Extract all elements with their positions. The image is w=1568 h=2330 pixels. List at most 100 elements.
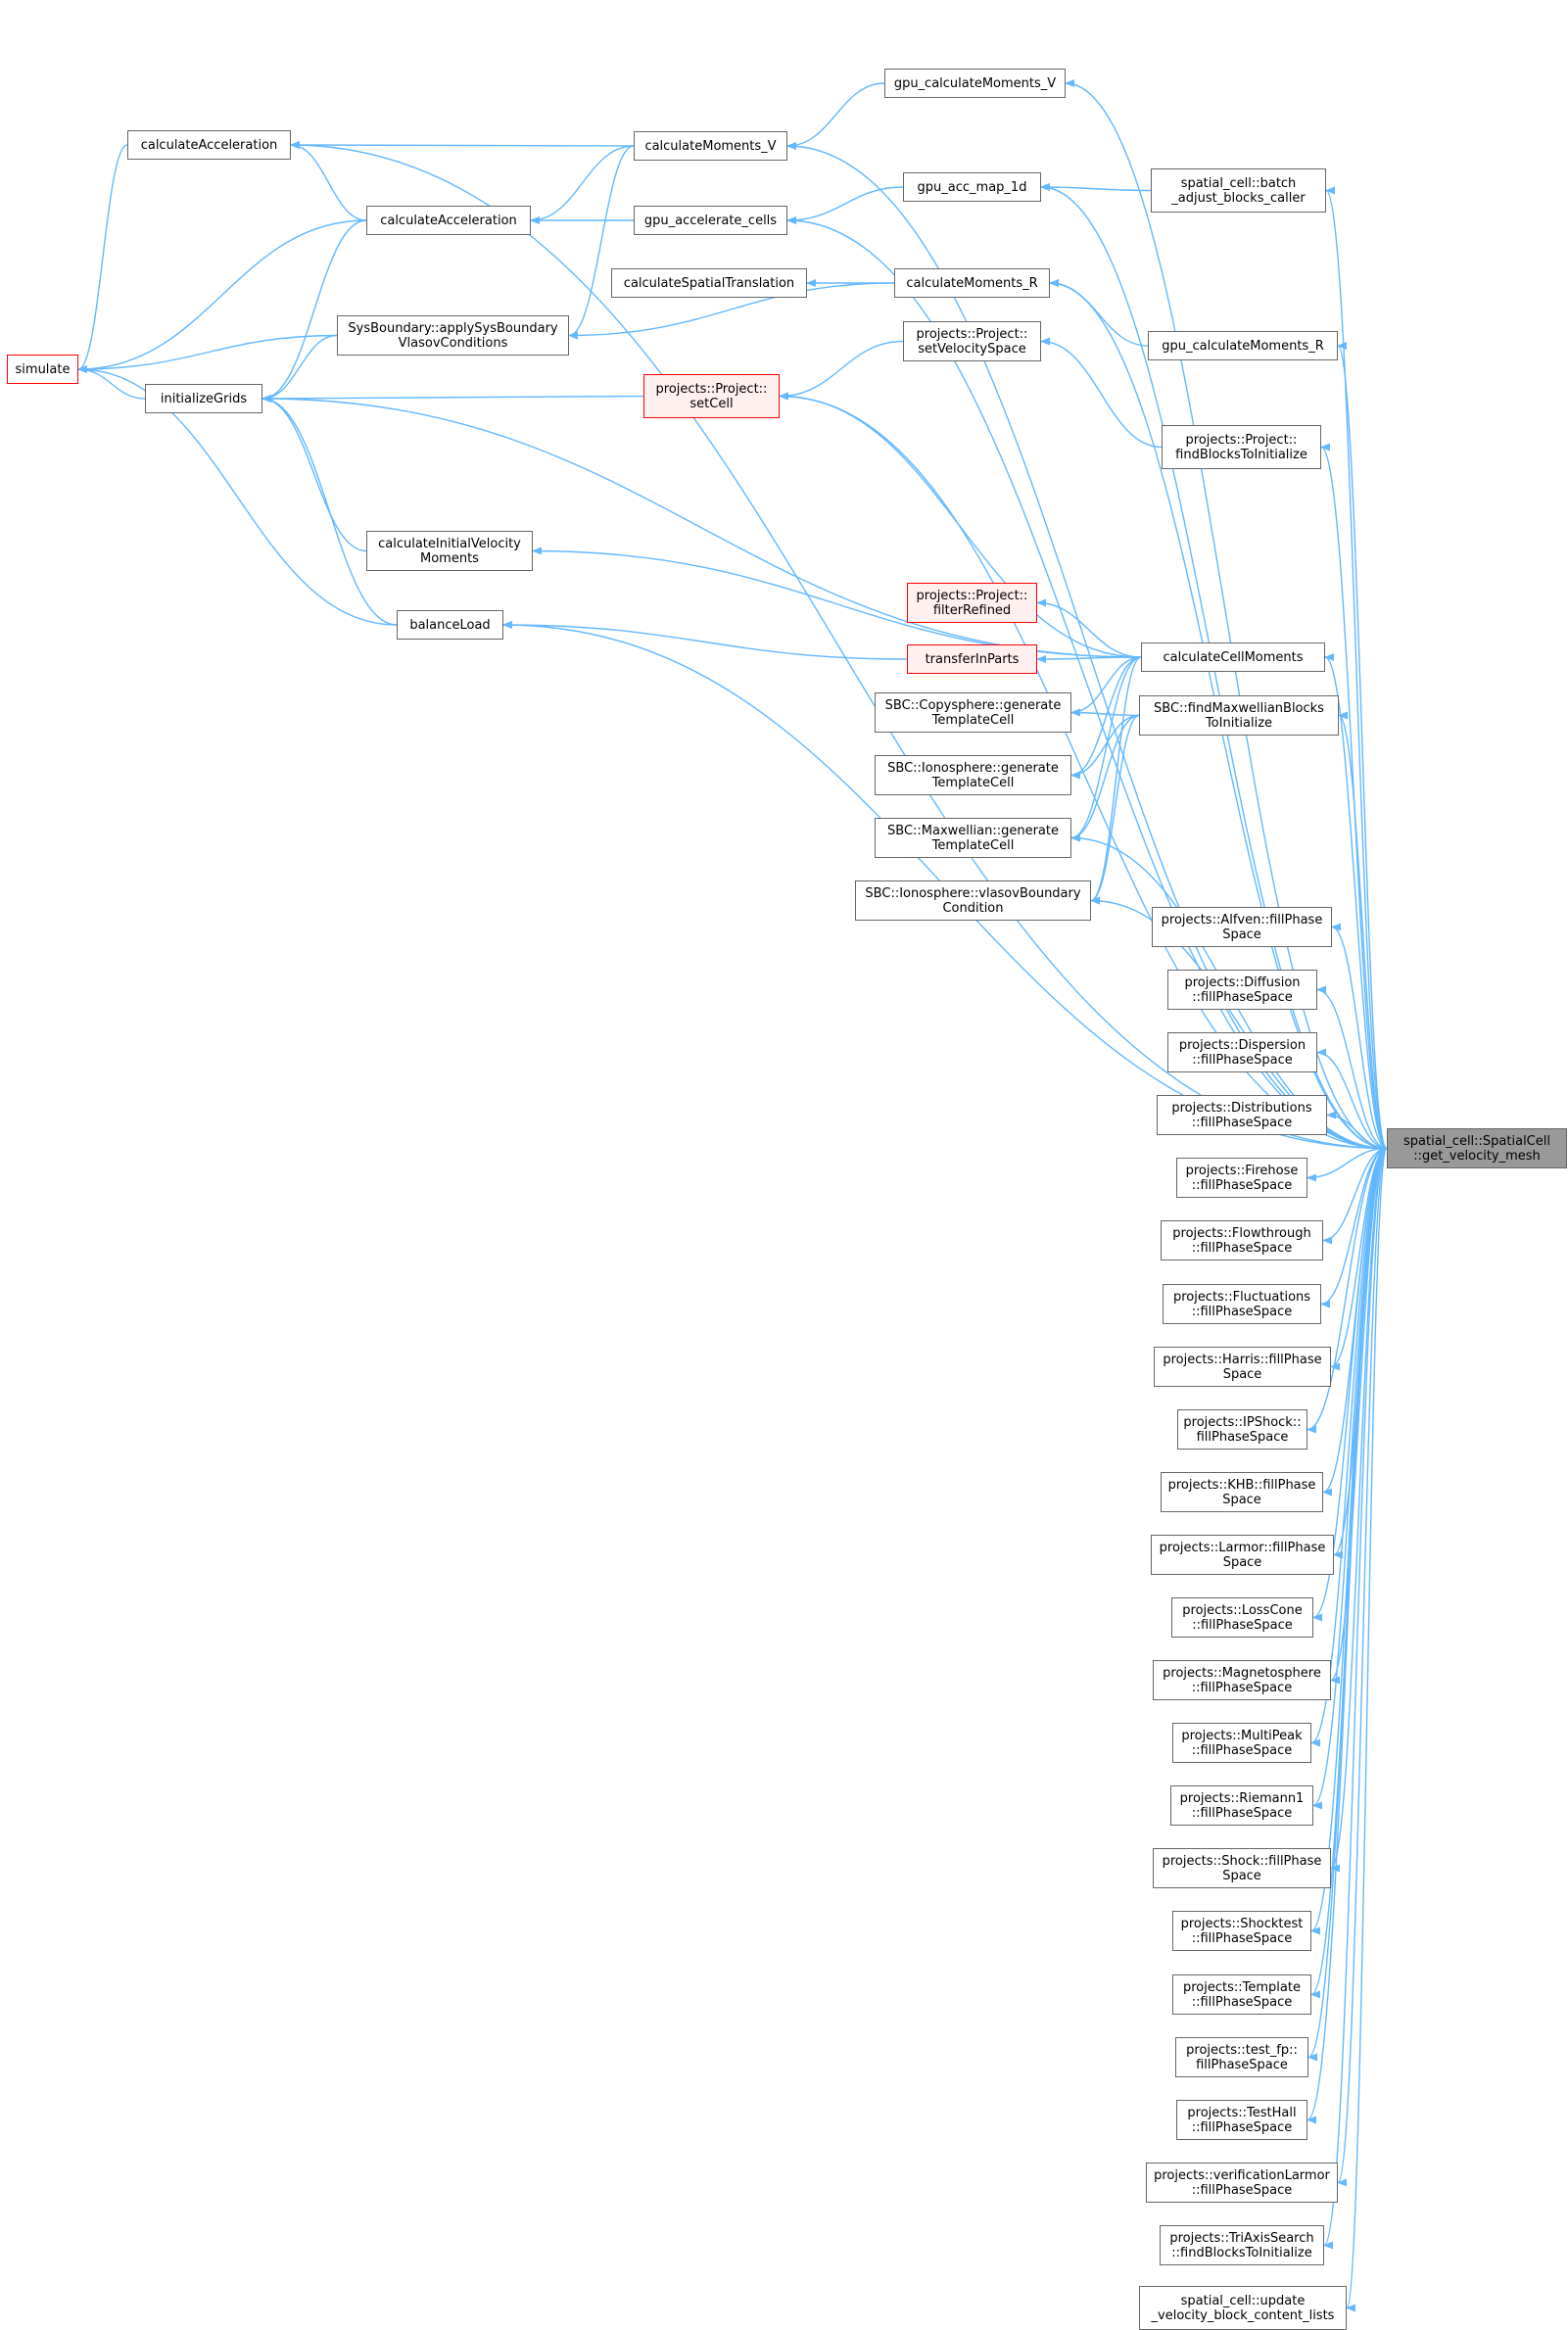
node-label-line: calculateSpatialTranslation bbox=[623, 275, 795, 291]
edge-findMaxwellian-to-copysphere bbox=[1070, 708, 1140, 717]
node-calc-accel2[interactable]: calculateAcceleration bbox=[366, 206, 531, 235]
node-balance-load[interactable]: balanceLoad bbox=[397, 610, 503, 640]
edge-target-to-ionosphereVlasov bbox=[1090, 896, 1388, 1150]
node-riemann1[interactable]: projects::Riemann1::fillPhaseSpace bbox=[1170, 1785, 1313, 1826]
node-filter-refined[interactable]: projects::Project::filterRefined bbox=[907, 583, 1037, 623]
node-magnetosphere[interactable]: projects::Magnetosphere::fillPhaseSpace bbox=[1153, 1660, 1331, 1700]
node-ipshock[interactable]: projects::IPShock::fillPhaseSpace bbox=[1177, 1409, 1307, 1450]
edge-target-to-distributions bbox=[1326, 1111, 1388, 1150]
node-calc-accel1[interactable]: calculateAcceleration bbox=[127, 130, 291, 160]
node-batch-adjust[interactable]: spatial_cell::batch_adjust_blocks_caller bbox=[1151, 168, 1326, 213]
node-label-line: transferInParts bbox=[925, 651, 1020, 667]
node-testhall[interactable]: projects::TestHall::fillPhaseSpace bbox=[1176, 2100, 1307, 2140]
node-verif-larmor[interactable]: projects::verificationLarmor::fillPhaseS… bbox=[1146, 2163, 1338, 2203]
edge-target-to-updateVel bbox=[1346, 1147, 1388, 2311]
node-label-line: projects::KHB::fillPhase bbox=[1167, 1477, 1316, 1493]
node-label-line: Space bbox=[1222, 1492, 1261, 1507]
node-multipeak[interactable]: projects::MultiPeak::fillPhaseSpace bbox=[1172, 1723, 1311, 1763]
node-diffusion[interactable]: projects::Diffusion::fillPhaseSpace bbox=[1167, 970, 1317, 1010]
node-label-line: projects::Harris::fillPhase bbox=[1163, 1352, 1322, 1367]
node-distributions[interactable]: projects::Distributions::fillPhaseSpace bbox=[1157, 1095, 1327, 1135]
node-label-line: SBC::Copysphere::generate bbox=[884, 697, 1062, 713]
edge-calcCellMoments-to-maxwellianGen bbox=[1070, 656, 1142, 842]
edge-calcMomR-to-sysBoundary bbox=[568, 282, 895, 340]
node-label-line: balanceLoad bbox=[409, 617, 491, 633]
node-triaxis[interactable]: projects::TriAxisSearch::findBlocksToIni… bbox=[1160, 2225, 1324, 2265]
node-calc-cell-moments[interactable]: calculateCellMoments bbox=[1141, 642, 1325, 672]
node-label-line: ::fillPhaseSpace bbox=[1191, 1115, 1293, 1130]
node-label-line: ::fillPhaseSpace bbox=[1192, 989, 1293, 1005]
node-label-line: findBlocksToInitialize bbox=[1175, 447, 1307, 462]
node-gpu-calc-mom-r[interactable]: gpu_calculateMoments_R bbox=[1148, 331, 1338, 360]
node-label-line: projects::Fluctuations bbox=[1172, 1289, 1311, 1305]
edge-gpuCalcMomV-to-calcMomV bbox=[786, 82, 885, 150]
edge-findMaxwellian-to-maxwellianGen bbox=[1070, 714, 1140, 842]
edge-findMaxwellian-to-ionosphereGen bbox=[1070, 714, 1140, 780]
node-label-line: filterRefined bbox=[932, 602, 1012, 618]
edge-target-to-shock bbox=[1330, 1147, 1388, 1873]
node-calc-spatial-trans[interactable]: calculateSpatialTranslation bbox=[611, 268, 807, 298]
node-label-line: ::fillPhaseSpace bbox=[1191, 1304, 1293, 1319]
node-update-vel[interactable]: spatial_cell::update_velocity_block_cont… bbox=[1139, 2286, 1347, 2330]
node-label-line: ::fillPhaseSpace bbox=[1191, 1742, 1293, 1758]
node-label-line: TemplateCell bbox=[931, 837, 1015, 853]
edge-balanceLoad-to-simulate bbox=[77, 365, 398, 626]
node-label-line: gpu_accelerate_cells bbox=[643, 213, 778, 228]
node-proj-set-cell[interactable]: projects::Project::setCell bbox=[643, 374, 780, 418]
node-label-line: projects::Firehose bbox=[1185, 1163, 1299, 1178]
edge-batchAdjust-to-gpuAccMap bbox=[1040, 183, 1152, 192]
edge-calcCellMoments-to-ionosphereVlasov bbox=[1090, 656, 1142, 905]
edge-target-to-multipeak bbox=[1310, 1147, 1388, 1747]
node-testfp[interactable]: projects::test_fp::fillPhaseSpace bbox=[1175, 2037, 1308, 2077]
edge-target-to-gpuCalcMomR bbox=[1337, 342, 1388, 1150]
node-label-line: calculateMoments_V bbox=[644, 138, 777, 154]
node-gpu-accel-cells[interactable]: gpu_accelerate_cells bbox=[634, 206, 787, 235]
edge-target-to-alfven bbox=[1331, 923, 1388, 1150]
node-gpu-calc-mom-v[interactable]: gpu_calculateMoments_V bbox=[884, 69, 1066, 98]
node-calc-mom-r[interactable]: calculateMoments_R bbox=[894, 268, 1050, 298]
node-find-blocks-init[interactable]: projects::Project::findBlocksToInitializ… bbox=[1162, 425, 1321, 469]
node-label-line: gpu_calculateMoments_R bbox=[1162, 338, 1324, 354]
node-transfer-in-parts[interactable]: transferInParts bbox=[907, 644, 1037, 674]
edge-target-to-batchAdjust bbox=[1325, 186, 1388, 1150]
node-label-line: projects::LossCone bbox=[1182, 1602, 1303, 1618]
node-label-line: projects::Project:: bbox=[916, 326, 1028, 342]
node-label-line: ::fillPhaseSpace bbox=[1191, 1177, 1293, 1193]
node-dispersion[interactable]: projects::Dispersion::fillPhaseSpace bbox=[1167, 1032, 1317, 1072]
node-label-line: projects::Template bbox=[1183, 1979, 1301, 1995]
edge-target-to-riemann1 bbox=[1312, 1147, 1388, 1810]
node-losscone[interactable]: projects::LossCone::fillPhaseSpace bbox=[1171, 1597, 1313, 1638]
node-init-grids[interactable]: initializeGrids bbox=[145, 384, 262, 413]
node-label-line: projects::test_fp:: bbox=[1186, 2042, 1298, 2058]
node-template[interactable]: projects::Template::fillPhaseSpace bbox=[1172, 1974, 1311, 2015]
node-set-vel-space[interactable]: projects::Project::setVelocitySpace bbox=[903, 321, 1041, 361]
node-flowthrough[interactable]: projects::Flowthrough::fillPhaseSpace bbox=[1161, 1220, 1323, 1260]
node-fluctuations[interactable]: projects::Fluctuations::fillPhaseSpace bbox=[1163, 1284, 1321, 1324]
node-label-line: projects::Shock::fillPhase bbox=[1162, 1853, 1322, 1869]
node-label-line: projects::Shocktest bbox=[1180, 1916, 1304, 1931]
edge-target-to-ipshock bbox=[1307, 1147, 1388, 1434]
node-gpu-acc-map[interactable]: gpu_acc_map_1d bbox=[903, 172, 1041, 202]
node-label-line: projects::Riemann1 bbox=[1179, 1790, 1305, 1806]
node-label-line: SBC::Ionosphere::generate bbox=[887, 760, 1059, 776]
node-calc-mom-v[interactable]: calculateMoments_V bbox=[634, 131, 787, 161]
node-simulate[interactable]: simulate bbox=[7, 355, 78, 384]
node-firehose[interactable]: projects::Firehose::fillPhaseSpace bbox=[1176, 1158, 1307, 1198]
edge-target-to-flowthrough bbox=[1322, 1147, 1388, 1245]
node-shocktest[interactable]: projects::Shocktest::fillPhaseSpace bbox=[1172, 1911, 1311, 1951]
node-label-line: fillPhaseSpace bbox=[1196, 2057, 1288, 2072]
node-label-line: SBC::Ionosphere::vlasovBoundary bbox=[865, 885, 1081, 901]
edge-transferInParts-to-balanceLoad bbox=[502, 621, 908, 660]
